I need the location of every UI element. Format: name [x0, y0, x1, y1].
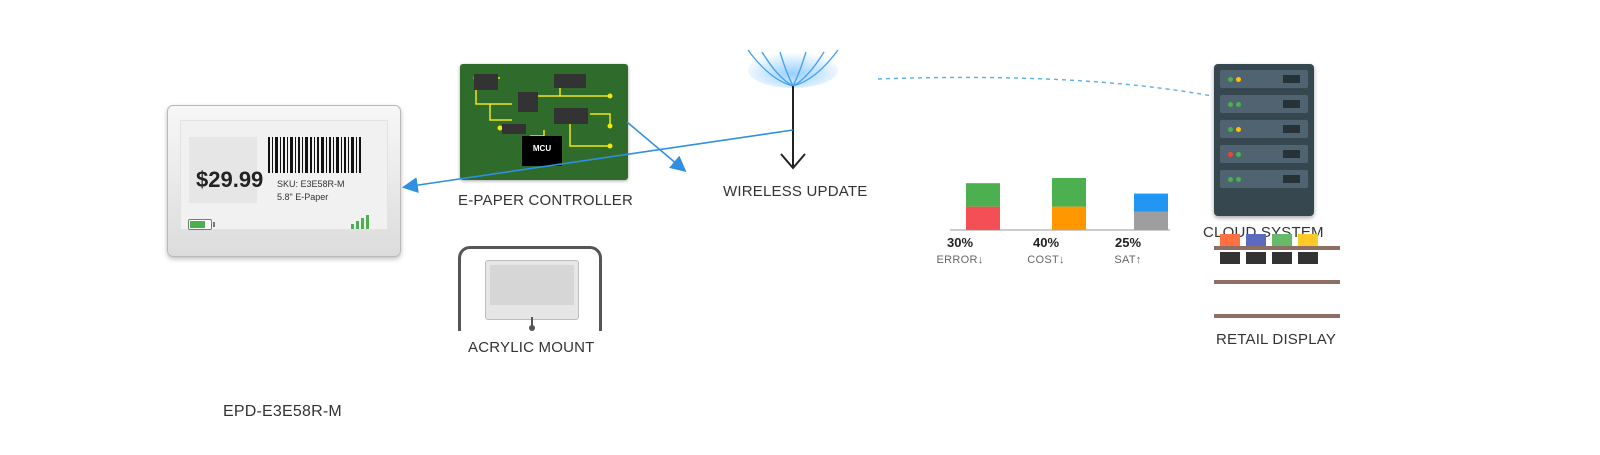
- chart-bar-segment: [1134, 193, 1168, 212]
- chart-bar-segment: [966, 183, 1000, 207]
- price-text: $29.99: [196, 167, 264, 192]
- mcu-chip-label: MCU: [532, 144, 552, 153]
- tag-screen: $29.99 SKU: E3E58R-M 5.8" E-Paper: [180, 120, 388, 230]
- price-tag-device: [1272, 252, 1292, 264]
- server-unit: [1220, 95, 1308, 113]
- epaper-controller-board: MCU: [460, 64, 628, 180]
- signal-bar: [356, 221, 359, 229]
- chart-bar-segment: [1052, 178, 1086, 207]
- chart-category-label: ERROR↓: [936, 254, 984, 266]
- chart-value-label: 30%: [946, 235, 974, 250]
- price-tag-device: [1246, 252, 1266, 264]
- price-tag-device: [1298, 252, 1318, 264]
- drive-slot: [1283, 125, 1300, 133]
- chart-category-label: COST↓: [1027, 254, 1065, 266]
- acrylic-mount: [458, 246, 602, 331]
- signal-bar: [361, 218, 364, 229]
- mount-stem: [531, 317, 533, 326]
- server-unit: [1220, 70, 1308, 88]
- battery-icon: [188, 219, 215, 230]
- mount-base-dot: [529, 325, 535, 331]
- sku-line: SKU: E3E58R-M: [277, 179, 345, 189]
- server-unit: [1220, 120, 1308, 138]
- price-box: [189, 137, 257, 203]
- chart-value-label: 40%: [1032, 235, 1060, 250]
- product-box: [1246, 234, 1266, 246]
- chart-bar-segment: [1052, 206, 1086, 230]
- status-led: [1236, 152, 1241, 157]
- benefits-bar-chart: [950, 178, 1170, 231]
- shelf-board: [1214, 280, 1340, 284]
- status-led: [1236, 102, 1241, 107]
- status-led: [1236, 127, 1241, 132]
- status-led: [1228, 177, 1233, 182]
- chart-bar-segment: [1134, 211, 1168, 230]
- drive-slot: [1283, 75, 1300, 83]
- chart-category-label: SAT↑: [1114, 254, 1142, 266]
- status-led: [1228, 152, 1233, 157]
- drive-slot: [1283, 175, 1300, 183]
- product-box: [1220, 234, 1240, 246]
- server-unit: [1220, 170, 1308, 188]
- mount-label: ACRYLIC MOUNT: [468, 339, 595, 356]
- chart-bar-segment: [966, 206, 1000, 230]
- chart-value-label: 25%: [1114, 235, 1142, 250]
- wireless-to-tag-arrow: [401, 129, 794, 194]
- model-label: EPD-E3E58R-M: [223, 403, 342, 420]
- status-led: [1228, 102, 1233, 107]
- wireless-label: WIRELESS UPDATE: [723, 183, 868, 200]
- sku-text: SKU: E3E58R-M 5.8" E-Paper: [277, 178, 345, 204]
- epaper-price-tag: $29.99 SKU: E3E58R-M 5.8" E-Paper: [167, 105, 401, 257]
- cloud-server-rack: [1214, 64, 1314, 216]
- status-led: [1228, 77, 1233, 82]
- size-line: 5.8" E-Paper: [277, 192, 329, 202]
- shelf-board: [1214, 314, 1340, 318]
- status-led: [1228, 127, 1233, 132]
- battery-fill: [190, 221, 205, 228]
- controller-label: E-PAPER CONTROLLER: [458, 192, 634, 209]
- drive-slot: [1283, 150, 1300, 158]
- status-led: [1236, 77, 1241, 82]
- retail-label: RETAIL DISPLAY: [1216, 331, 1337, 348]
- signal-icon: [351, 215, 371, 229]
- price-tag-device: [1220, 252, 1240, 264]
- server-unit: [1220, 145, 1308, 163]
- signal-bar: [351, 224, 354, 229]
- mount-panel: [485, 260, 579, 320]
- drive-slot: [1283, 100, 1300, 108]
- signal-bar: [366, 215, 369, 229]
- antenna-icon: [747, 49, 839, 170]
- product-box: [1298, 234, 1318, 246]
- status-led: [1236, 177, 1241, 182]
- controller-to-wireless-arrow: [626, 121, 687, 173]
- cloud-link-dashed: [877, 76, 1213, 97]
- product-box: [1272, 234, 1292, 246]
- circuit-traces: [473, 74, 613, 166]
- barcode: [268, 137, 361, 173]
- shelf-board: [1214, 246, 1340, 250]
